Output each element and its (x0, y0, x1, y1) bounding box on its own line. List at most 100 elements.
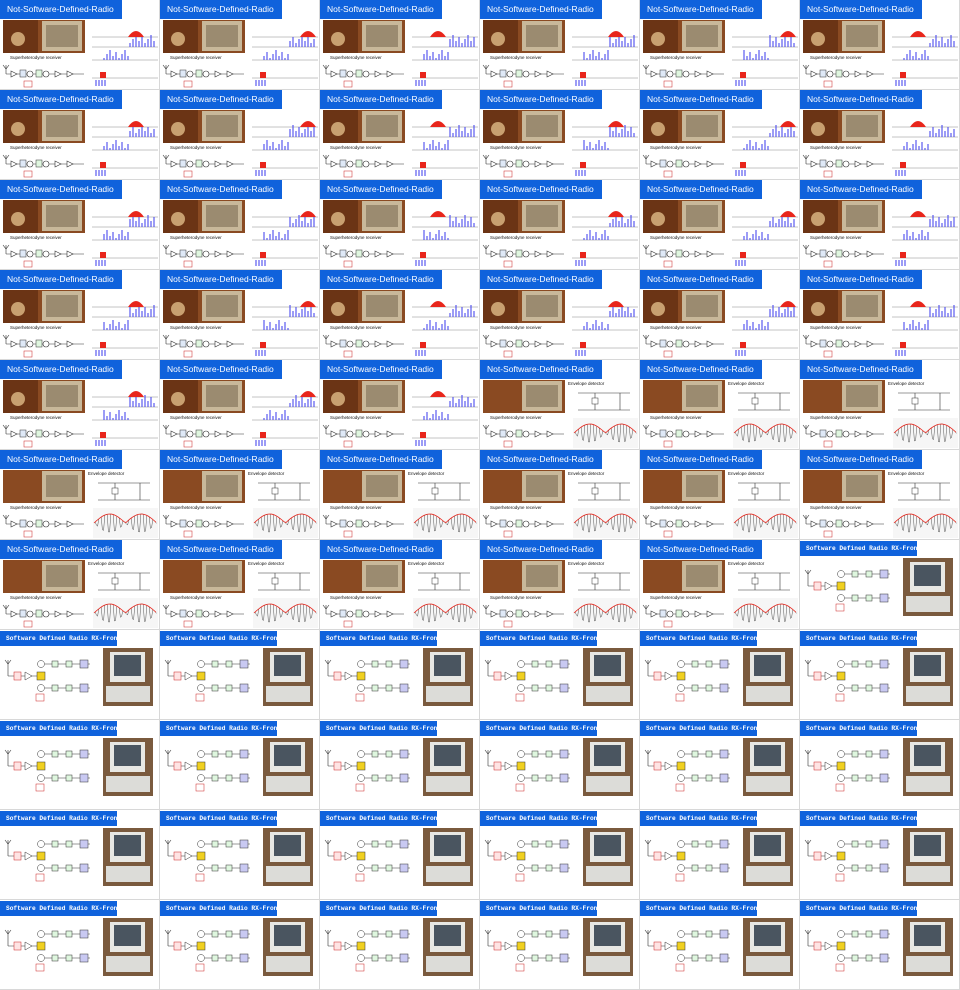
slide-thumbnail[interactable]: Software Defined Radio RX-Frontend (480, 630, 640, 720)
spectrum-plots (412, 31, 478, 86)
slide-thumbnail[interactable]: Software Defined Radio RX-Frontend (160, 900, 320, 990)
slide-title: Software Defined Radio RX-Frontend (320, 721, 437, 736)
slide-title: Not-Software-Defined-Radio (0, 90, 122, 109)
slide-caption: Superheterodyne receiver (330, 325, 382, 330)
receiver-block-diagram (162, 154, 244, 178)
slide-title: Not-Software-Defined-Radio (480, 450, 602, 469)
slide-thumbnail[interactable]: Software Defined Radio RX-Frontend (0, 630, 160, 720)
slide-thumbnail[interactable]: Software Defined Radio RX-Frontend (640, 630, 800, 720)
sdr-block-diagram (804, 839, 890, 882)
slide-thumbnail[interactable]: Software Defined Radio RX-Frontend (480, 810, 640, 900)
envelope-detector-circuit (258, 572, 310, 591)
slide-title: Not-Software-Defined-Radio (800, 270, 922, 289)
slide-thumbnail[interactable]: Software Defined Radio RX-Frontend (0, 810, 160, 900)
slide-thumbnail[interactable]: Software Defined Radio RX-Frontend (320, 720, 480, 810)
slide-thumbnail[interactable]: Software Defined Radio RX-Frontend (320, 630, 480, 720)
sdr-block-diagram (4, 929, 90, 972)
slide-thumbnail[interactable]: Software Defined Radio RX-Frontend (320, 900, 480, 990)
slide-thumbnail[interactable]: Software Defined Radio RX-Frontend (800, 540, 960, 630)
detector-label: Envelope detector (568, 561, 605, 566)
computer-photo (263, 828, 313, 886)
envelope-detector-circuit (898, 482, 950, 501)
slide-caption: Superheterodyne receiver (810, 325, 862, 330)
detector-label: Envelope detector (248, 471, 285, 476)
slide-thumbnail[interactable]: Software Defined Radio RX-Frontend (800, 810, 960, 900)
slide-title: Not-Software-Defined-Radio (0, 450, 122, 469)
slide-title: Not-Software-Defined-Radio (160, 90, 282, 109)
slide-thumbnail[interactable]: Software Defined Radio RX-Frontend (800, 720, 960, 810)
detector-label: Envelope detector (888, 471, 925, 476)
envelope-waveform (413, 598, 478, 628)
receiver-block-diagram (482, 514, 564, 538)
slide-caption: Superheterodyne receiver (650, 325, 702, 330)
slide-thumbnail[interactable]: Software Defined Radio RX-Frontend (0, 900, 160, 990)
slide-thumbnail[interactable]: Software Defined Radio RX-Frontend (480, 900, 640, 990)
slide-title: Not-Software-Defined-Radio (640, 270, 762, 289)
spectrum-plots (572, 211, 638, 266)
slide-thumbnail[interactable]: Software Defined Radio RX-Frontend (640, 720, 800, 810)
slide-thumbnail[interactable]: Software Defined Radio RX-Frontend (800, 630, 960, 720)
spectrum-plots (412, 391, 478, 446)
envelope-detector-circuit (578, 392, 630, 411)
slide-thumbnail[interactable]: Software Defined Radio RX-Frontend (480, 720, 640, 810)
slide-title: Not-Software-Defined-Radio (0, 180, 122, 199)
slide-caption: Superheterodyne receiver (810, 145, 862, 150)
slide-title: Not-Software-Defined-Radio (0, 0, 122, 19)
envelope-detector-circuit (578, 572, 630, 591)
spectrum-plots (92, 391, 158, 446)
slide-thumbnail[interactable]: Software Defined Radio RX-Frontend (320, 810, 480, 900)
receiver-block-diagram (642, 64, 724, 88)
slide-thumbnail[interactable]: Software Defined Radio RX-Frontend (800, 900, 960, 990)
slide-thumbnail[interactable]: Software Defined Radio RX-Frontend (160, 810, 320, 900)
slide-thumbnail[interactable]: Software Defined Radio RX-Frontend (160, 720, 320, 810)
envelope-detector-circuit (258, 482, 310, 501)
slide-thumbnail[interactable]: Software Defined Radio RX-Frontend (640, 810, 800, 900)
slide-caption: Superheterodyne receiver (490, 145, 542, 150)
slide-thumbnail[interactable]: Software Defined Radio RX-Frontend (0, 720, 160, 810)
slide-thumbnail[interactable]: Software Defined Radio RX-Frontend (160, 630, 320, 720)
slide-thumbnail[interactable]: Software Defined Radio RX-Frontend (640, 900, 800, 990)
detector-label: Envelope detector (728, 471, 765, 476)
